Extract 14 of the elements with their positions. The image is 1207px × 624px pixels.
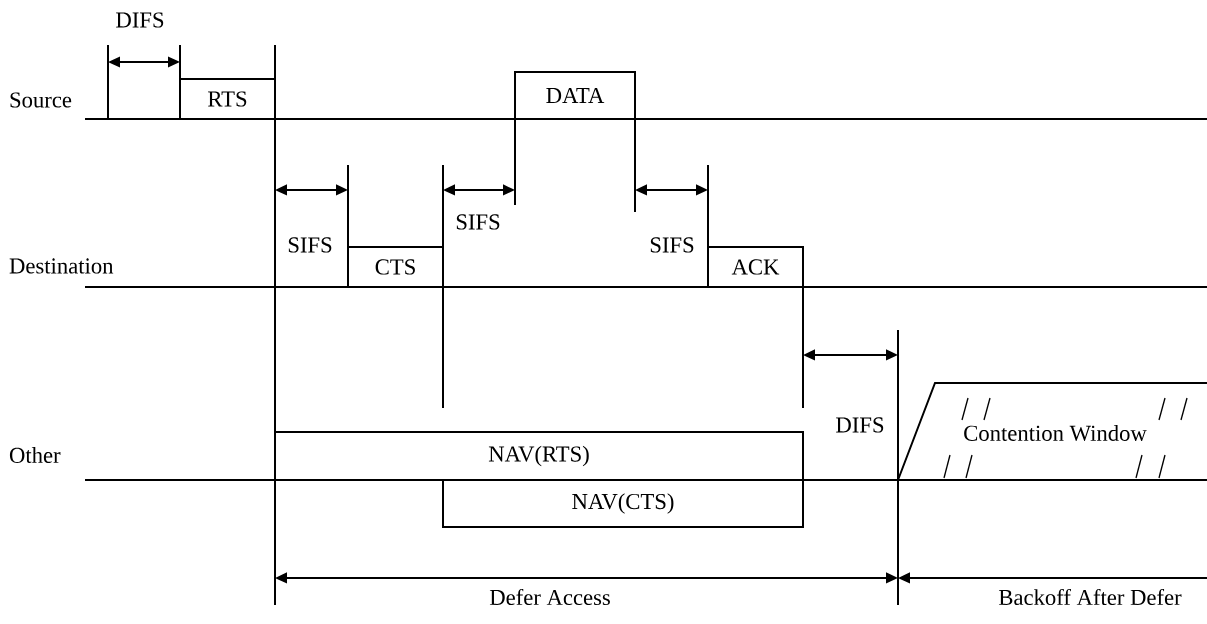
label: DIFS [836, 417, 884, 433]
frame-box: RTS [179, 78, 276, 120]
frame-box: DATA [514, 71, 636, 120]
label: Source [10, 92, 72, 108]
label: SIFS [456, 214, 500, 230]
contention-window: Contention Window [897, 382, 1207, 481]
frame-box: NAV(CTS) [442, 479, 804, 528]
label: Other [9, 447, 61, 463]
frame-box: ACK [707, 246, 804, 288]
frame-box: CTS [347, 246, 444, 288]
label: Backoff After Defer [999, 588, 1182, 606]
frame-box: NAV(RTS) [274, 431, 804, 481]
label: Defer Access [489, 588, 610, 606]
label: Destination [9, 258, 114, 274]
